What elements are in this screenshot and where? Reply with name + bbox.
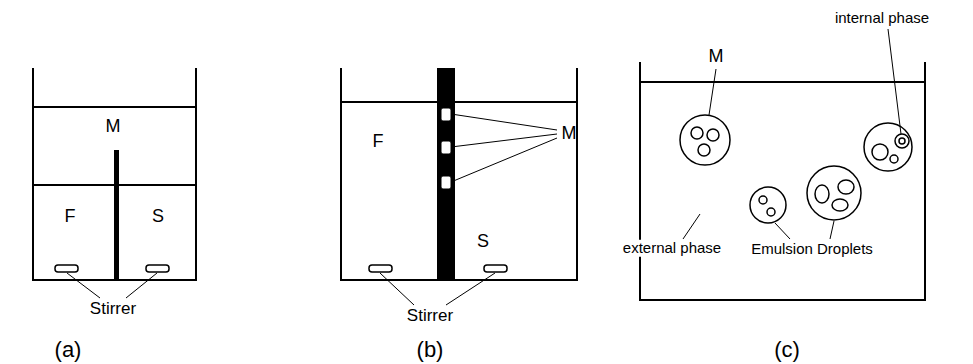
internal-droplet — [767, 208, 775, 216]
internal-droplet — [872, 144, 888, 160]
leader-line — [888, 29, 901, 134]
stirrer-bar — [55, 265, 78, 272]
membrane-window — [441, 176, 451, 189]
liquid-surface — [33, 106, 196, 108]
internal-droplet — [895, 134, 909, 148]
beaker-outline — [341, 68, 577, 280]
beaker-outline — [640, 62, 925, 300]
part-label: Stirrer — [407, 307, 453, 326]
divider-wall — [114, 150, 119, 280]
part-label: M — [709, 47, 724, 67]
stirrer-bar — [369, 265, 392, 272]
internal-droplet — [838, 180, 854, 194]
emulsion-droplet — [864, 123, 912, 171]
leader-line — [451, 138, 557, 182]
leader-line — [451, 114, 557, 130]
internal-droplet — [815, 185, 829, 203]
part-label: M — [562, 124, 577, 144]
leader-line — [380, 273, 414, 305]
leader-line — [830, 221, 834, 239]
compartment-label: S — [152, 207, 164, 227]
part-label: Emulsion Droplets — [749, 241, 875, 258]
liquid-surface — [640, 81, 925, 83]
internal-droplet — [707, 129, 719, 141]
compartment-label: S — [477, 232, 489, 252]
leader-line — [446, 273, 495, 305]
part-label: Stirrer — [90, 300, 136, 319]
internal-droplet — [698, 144, 710, 156]
leader-line — [683, 214, 700, 239]
compartment-label: M — [106, 117, 121, 137]
compartment-label: F — [373, 132, 384, 152]
membrane-support — [437, 68, 455, 280]
internal-droplet — [691, 127, 703, 139]
liquid-surface — [341, 101, 577, 103]
internal-droplet — [759, 196, 767, 204]
part-label: internal phase — [835, 10, 929, 27]
internal-droplet — [832, 199, 848, 211]
leader-line — [775, 223, 790, 239]
panel-label: (c) — [774, 338, 800, 362]
beaker-outline — [33, 68, 196, 280]
stirrer-bar — [146, 265, 169, 272]
stirrer-bar — [484, 265, 507, 272]
panel-label: (b) — [417, 338, 444, 362]
emulsion-droplet — [807, 166, 861, 220]
leader-line — [126, 273, 157, 298]
internal-droplet — [890, 155, 898, 163]
emulsion-droplet — [680, 115, 730, 165]
emulsion-droplet — [750, 187, 786, 223]
panel-label: (a) — [55, 338, 82, 362]
membrane-window — [441, 108, 451, 121]
membrane-window — [441, 141, 451, 154]
leader-line — [67, 273, 100, 298]
internal-droplet — [899, 138, 905, 144]
part-label: external phase — [621, 240, 723, 257]
leader-line — [709, 69, 716, 115]
compartment-label: F — [65, 207, 76, 227]
